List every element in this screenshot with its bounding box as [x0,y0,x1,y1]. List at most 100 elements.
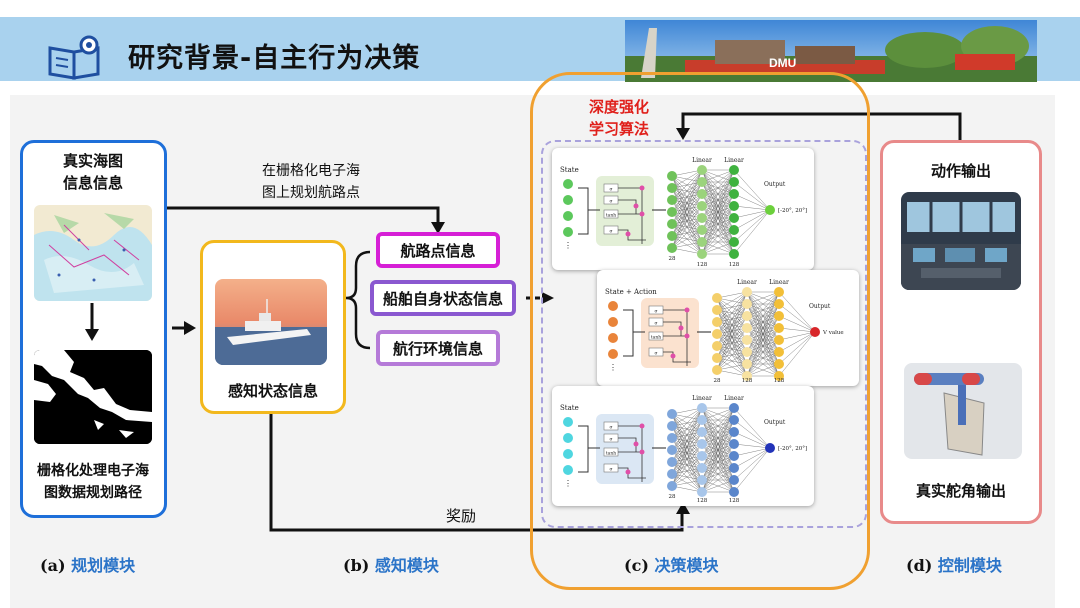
gate-op [639,185,645,191]
edge [701,407,735,493]
hidden-node [742,311,752,321]
gate-op [625,231,631,237]
hidden-node [697,403,707,413]
layer-size: 28 [669,256,676,262]
edge [701,169,735,231]
edge [746,291,780,377]
edge [746,291,780,365]
edge [671,229,703,249]
edge [701,181,735,255]
hidden-node [712,353,722,363]
edge [733,181,771,211]
edge [716,303,748,371]
edge [778,331,816,365]
edge [701,193,735,255]
edge [701,431,735,493]
perception-label: 感知状态信息 [227,382,318,400]
input-node [563,417,573,427]
hidden-node [697,177,707,187]
edge [716,351,748,371]
edge [671,407,703,439]
edge [671,479,703,487]
hidden-node [697,463,707,473]
edge [701,169,735,243]
gate-op [639,449,645,455]
hidden-node [729,189,739,199]
input-node [563,465,573,475]
gate-op [684,307,690,313]
edge [746,291,780,341]
gate-label: tanh [651,335,661,341]
input-node [608,301,618,311]
edge [701,241,735,255]
hidden-node [774,347,784,357]
lstm-wire [623,309,645,357]
hidden-node [742,335,752,345]
ellipsis: ⋮ [609,363,617,372]
layer-label: Linear [724,157,744,164]
edge [746,291,780,305]
hidden-node [729,451,739,461]
edge [716,369,748,377]
edge [746,291,780,317]
hidden-node [742,287,752,297]
hidden-node [729,439,739,449]
edge [746,351,780,377]
control-title: 动作输出 [930,162,991,180]
gate-label: tanh [606,213,616,219]
edge [671,407,703,487]
hidden-node [774,311,784,321]
layer-size: 28 [669,494,676,500]
layer-size: 128 [742,378,753,384]
hidden-node [774,299,784,309]
edge [671,467,703,487]
input-node [563,227,573,237]
edge [701,419,735,493]
hidden-node [712,305,722,315]
caption-planning: (a) 规划模块 [40,556,136,575]
input-label: State + Action [605,288,657,296]
edge [671,169,703,189]
output-range: [-20°, 20°] [778,208,807,214]
hidden-node [729,427,739,437]
control-bottom-text: 真实舵角输出 [915,482,1006,500]
gate-label: tanh [606,451,616,457]
edge [716,339,748,371]
gate-label: σ [654,352,657,357]
output-node [765,443,775,453]
hidden-node [729,237,739,247]
edge [746,291,780,353]
input-node [563,449,573,459]
ellipsis: ⋮ [564,479,572,488]
input-node [563,179,573,189]
gate-op [625,469,631,475]
edge [716,291,748,359]
layer-label: Linear [724,395,744,402]
hidden-node [667,171,677,181]
layer-label: Linear [737,279,757,286]
book-icon [44,34,106,80]
edge [716,327,748,371]
edge [733,443,771,449]
hidden-node [697,439,707,449]
gate-label: σ [609,230,612,235]
edge [733,447,771,469]
input-node [608,317,618,327]
edge [671,455,703,487]
hidden-node [729,475,739,485]
hidden-node [774,323,784,333]
connections [671,169,771,255]
hidden-node [729,463,739,473]
gate-label: σ [654,322,657,327]
edge [733,205,771,211]
input-node [563,433,573,443]
waypoint-arrow-label: 在栅格化电子海 图上规划航路点 [262,163,360,201]
gate-label: σ [609,200,612,205]
decision-module-box [530,72,870,590]
hidden-node [774,371,784,381]
edge [701,407,735,445]
layer-size: 128 [729,498,740,504]
rudder-image [904,363,1022,459]
